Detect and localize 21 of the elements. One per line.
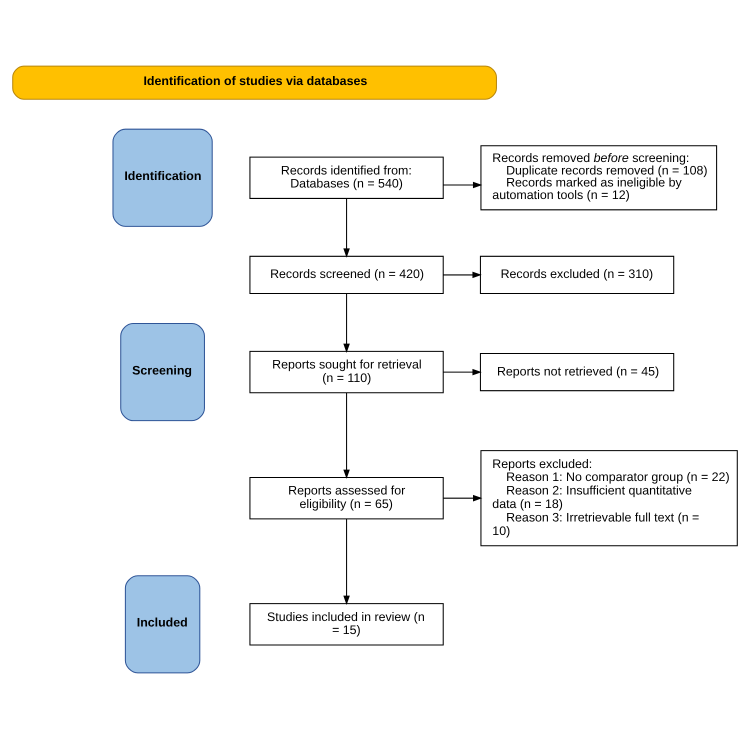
node-box: Records identified from: Databases (n = 540) [249,156,444,198]
node-box: Reports sought for retrieval (n = 110) [249,350,444,393]
node-box: Records screened (n = 420) [249,255,444,294]
arrow [343,392,350,478]
arrow [444,494,482,501]
arrow [343,518,350,604]
node-box: Reports excluded: Reason 1: No comparator group (n = 22) Reason 2: Insufficient quantitative data (n = 18) Reason 3: Irretrievable full text (n = 10) [480,450,738,546]
node-box: Included [124,574,200,673]
node-box: Reports assessed for eligibility (n = 65) [249,476,444,519]
arrow [343,198,350,258]
arrow [443,368,482,375]
node-box: Records excluded (n = 310) [480,255,674,294]
node-box: Studies included in review (n = 15) [249,602,444,645]
node-box: Identification of studies via databases [12,65,497,100]
node-box: Records removed before screening: Duplicate records removed (n = 108) Records marked as ineligible by automation tools (n = 12) [480,144,718,210]
node-box: Identification [112,128,213,226]
arrow [443,271,482,278]
arrow [443,181,482,188]
node-box: Reports not retrieved (n = 45) [480,352,674,391]
arrow [343,293,350,352]
node-box: Screening [120,322,205,421]
